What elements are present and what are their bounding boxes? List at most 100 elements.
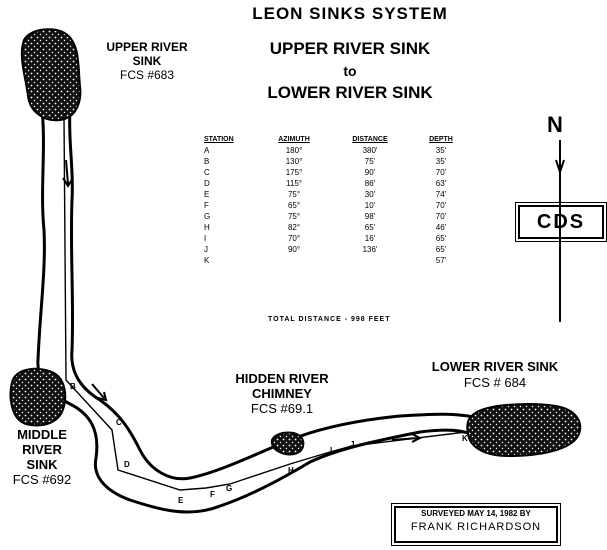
flow-arrow-lower: [391, 433, 423, 443]
upper-label-fcs: FCS #683: [119, 68, 175, 82]
cell-distance: 10': [364, 201, 376, 210]
upper-river-sink-label: UPPER RIVER SINK FCS #683: [82, 40, 212, 82]
cell-station: E: [204, 190, 210, 199]
cell-station: K: [204, 256, 210, 265]
cell-distance: 16': [364, 234, 376, 243]
cell-depth: 46': [435, 223, 447, 232]
cell-azimuth: 130°: [285, 157, 303, 166]
lower-label-fcs: FCS # 684: [463, 375, 527, 390]
table-row: I 70° 16' 65': [200, 233, 474, 244]
cell-station: C: [204, 168, 210, 177]
cell-depth: 35': [435, 157, 447, 166]
table-row: J 90° 136' 65': [200, 244, 474, 255]
table-row: B 130° 75' 35': [200, 156, 474, 167]
survey-credit-box: SURVEYED MAY 14, 1982 BY FRANK RICHARDSO…: [391, 503, 561, 546]
north-arrow-head: [555, 159, 565, 176]
upper-river-sink-shape: [20, 28, 82, 122]
cell-azimuth: 65°: [287, 201, 301, 210]
hidden-river-chimney-shape: [270, 431, 305, 456]
cell-azimuth: 90°: [287, 245, 301, 254]
middle-label-line3: SINK: [26, 457, 58, 472]
middle-label-line2: RIVER: [22, 442, 62, 457]
credit-line1: SURVEYED MAY 14, 1982 BY: [421, 509, 531, 518]
cell-station: B: [204, 157, 210, 166]
lower-river-sink-label: LOWER RIVER SINK FCS # 684: [405, 359, 585, 391]
cell-depth: 70': [435, 201, 447, 210]
hidden-label-line1: HIDDEN RIVER: [235, 371, 329, 386]
cell-depth: 63': [435, 179, 447, 188]
route-title-line2: to: [343, 63, 357, 79]
hidden-river-chimney-label: HIDDEN RIVER CHIMNEY FCS #69.1: [212, 371, 352, 416]
cell-azimuth: 180°: [285, 146, 303, 155]
route-title: UPPER RIVER SINK to LOWER RIVER SINK: [225, 38, 475, 104]
station-label-k: K: [462, 434, 468, 443]
credit-line2: FRANK RICHARDSON: [410, 521, 542, 533]
cell-distance: 65': [364, 223, 376, 232]
cds-badge: CDS: [515, 202, 607, 242]
hidden-label-fcs: FCS #69.1: [250, 401, 314, 416]
station-label-a: A: [62, 112, 68, 121]
cell-depth: 70': [435, 212, 447, 221]
station-label-b: B: [70, 382, 76, 391]
cell-azimuth: [256, 255, 332, 266]
table-row: A 180° 380' 35': [200, 145, 474, 156]
cell-station: H: [204, 223, 210, 232]
station-label-j: J: [350, 440, 355, 449]
hidden-label-line2: CHIMNEY: [252, 386, 312, 401]
system-title: LEON SINKS SYSTEM: [252, 4, 448, 23]
cell-azimuth: 115°: [286, 179, 302, 188]
cell-station: J: [204, 245, 208, 254]
cell-distance: 75': [364, 157, 376, 166]
upper-label-line2: SINK: [132, 54, 162, 68]
table-row: K 57': [200, 255, 474, 266]
table-row: F 65° 10' 70': [200, 200, 474, 211]
lower-label-name: LOWER RIVER SINK: [431, 359, 559, 374]
cell-distance: [332, 255, 408, 266]
header-station: STATION: [204, 136, 234, 143]
cell-depth: 57': [435, 256, 447, 265]
cell-station: D: [204, 179, 210, 188]
lower-river-sink-shape: [466, 403, 582, 458]
cell-distance: 98': [364, 212, 376, 221]
table-row: D 115° 86' 63': [200, 178, 474, 189]
route-title-line1: UPPER RIVER SINK: [269, 39, 431, 58]
cell-azimuth: 70°: [287, 234, 301, 243]
middle-river-sink-shape: [9, 367, 67, 427]
cell-depth: 65': [435, 234, 447, 243]
cell-azimuth: 75°: [287, 212, 301, 221]
cell-azimuth: 82°: [287, 223, 301, 232]
middle-label-fcs: FCS #692: [12, 472, 72, 487]
cell-distance: 86': [364, 179, 376, 188]
station-label-e: E: [178, 496, 184, 505]
station-label-f: F: [210, 490, 215, 499]
cell-station: I: [204, 234, 207, 243]
survey-table: STATION AZIMUTH DISTANCE DEPTH A 180° 380'…: [200, 136, 474, 266]
station-label-i: I: [330, 446, 333, 455]
cell-station: F: [204, 201, 209, 210]
cell-depth: 35': [435, 146, 447, 155]
north-label: N: [547, 112, 563, 137]
cell-station: G: [204, 212, 211, 221]
cell-distance: 30': [364, 190, 376, 199]
flow-arrow-upper: [62, 159, 74, 188]
route-title-line3: LOWER RIVER SINK: [267, 83, 433, 102]
cell-distance: 380': [362, 146, 378, 155]
cell-distance: 90': [364, 168, 376, 177]
upper-label-line1: UPPER RIVER: [106, 40, 188, 54]
table-row: G 75° 98' 70': [200, 211, 474, 222]
table-row: H 82° 65' 46': [200, 222, 474, 233]
cell-distance: 136': [362, 245, 378, 254]
flow-arrow-middle: [91, 383, 108, 402]
station-label-d: D: [124, 460, 130, 469]
survey-header-row: STATION AZIMUTH DISTANCE DEPTH: [200, 136, 474, 145]
station-label-h: H: [288, 466, 294, 475]
survey-line: [63, 117, 467, 491]
cell-depth: 65': [435, 245, 447, 254]
total-distance: TOTAL DISTANCE - 998 FEET: [268, 316, 391, 323]
cell-azimuth: 175°: [285, 168, 303, 177]
station-label-g: G: [226, 484, 233, 493]
cell-station: A: [204, 146, 210, 155]
